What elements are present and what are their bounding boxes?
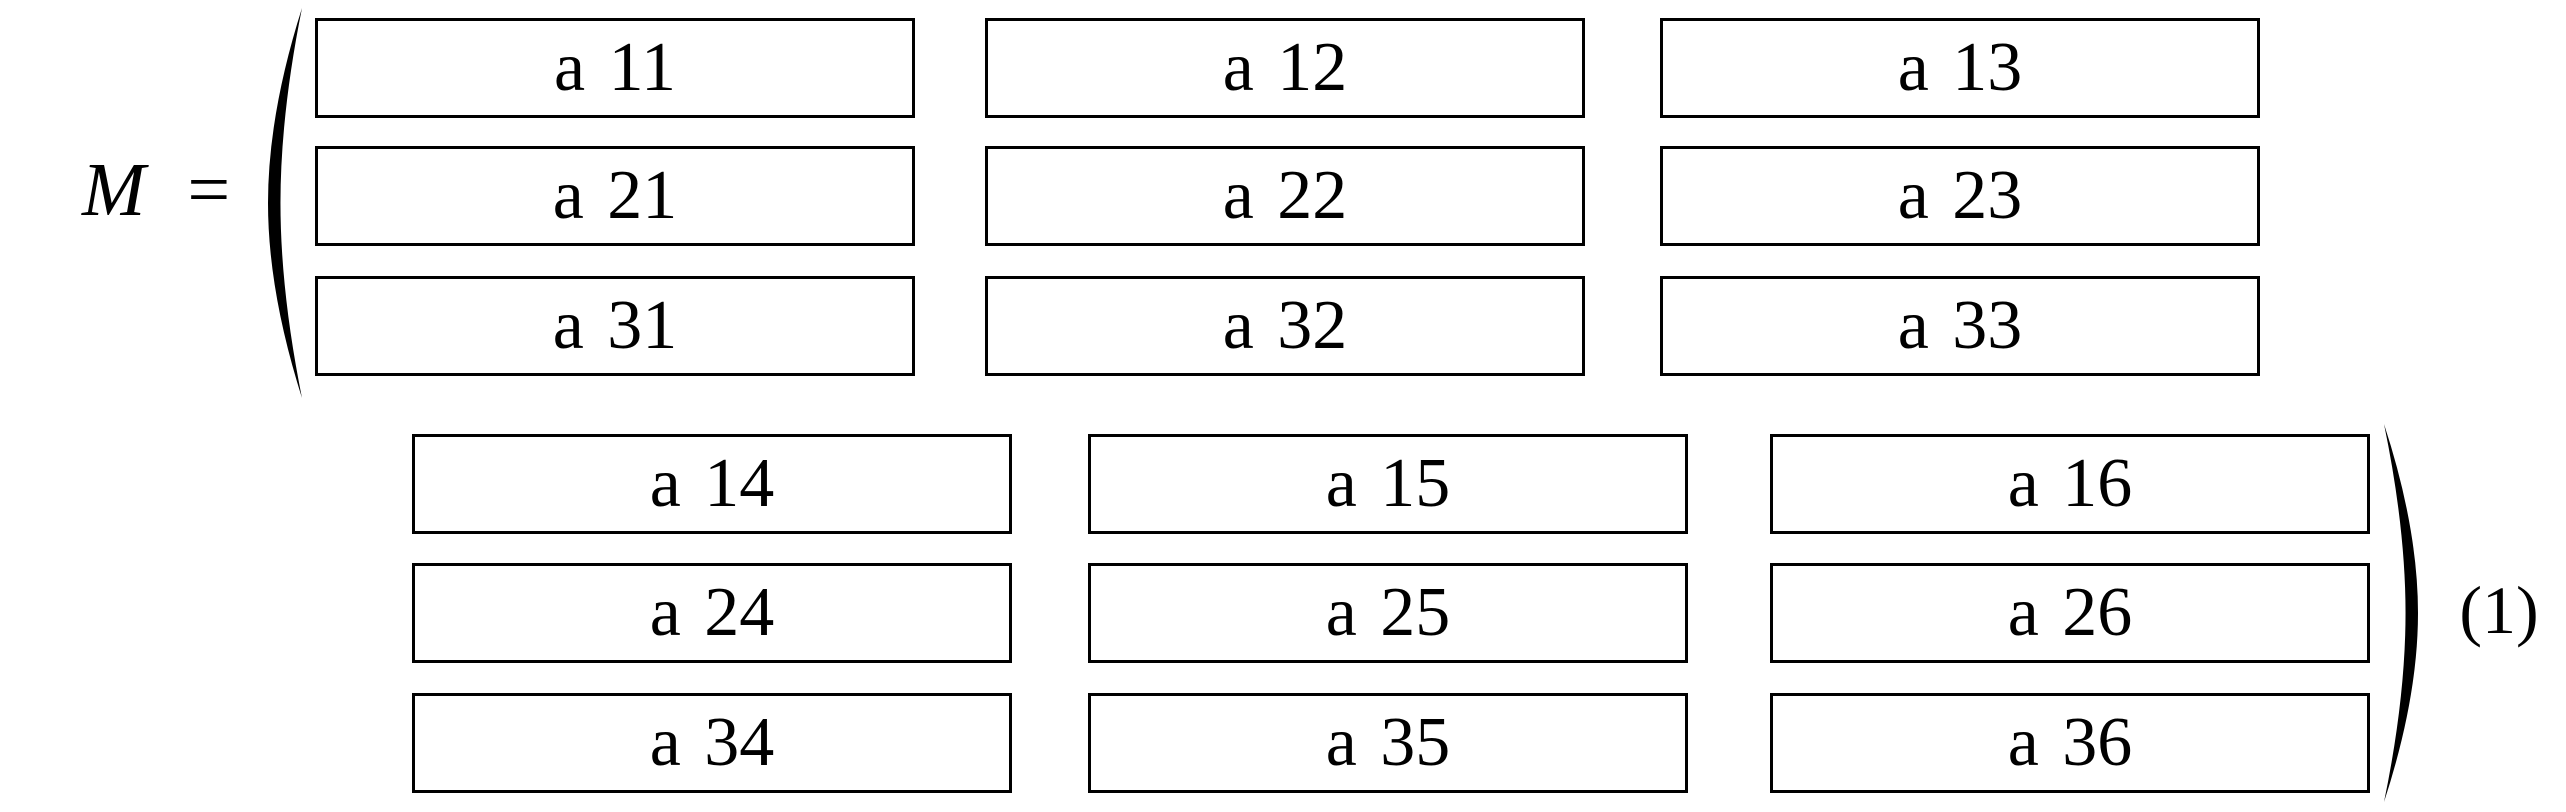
matrix-cell-a25: a 25 xyxy=(1088,563,1688,663)
matrix-cell-a34: a 34 xyxy=(412,693,1012,793)
matrix-cell-a36: a 36 xyxy=(1770,693,2370,793)
matrix-cell-a14: a 14 xyxy=(412,434,1012,534)
matrix-cell-a13: a 13 xyxy=(1660,18,2260,118)
matrix-cell-a16: a 16 xyxy=(1770,434,2370,534)
matrix-cell-a21: a 21 xyxy=(315,146,915,246)
equation-lhs: M = xyxy=(82,152,230,228)
matrix-cell-a24: a 24 xyxy=(412,563,1012,663)
matrix-symbol-m: M xyxy=(82,148,146,232)
matrix-cell-a31: a 31 xyxy=(315,276,915,376)
equals-sign: = xyxy=(187,148,231,232)
matrix-cell-a23: a 23 xyxy=(1660,146,2260,246)
matrix-cell-a35: a 35 xyxy=(1088,693,1688,793)
matrix-cell-a11: a 11 xyxy=(315,18,915,118)
right-parenthesis xyxy=(2384,424,2418,802)
matrix-cell-a32: a 32 xyxy=(985,276,1585,376)
matrix-cell-a15: a 15 xyxy=(1088,434,1688,534)
equation-number: (1) xyxy=(2459,572,2539,648)
matrix-cell-a26: a 26 xyxy=(1770,563,2370,663)
left-parenthesis xyxy=(268,8,302,398)
matrix-cell-a22: a 22 xyxy=(985,146,1585,246)
matrix-cell-a12: a 12 xyxy=(985,18,1585,118)
matrix-cell-a33: a 33 xyxy=(1660,276,2260,376)
